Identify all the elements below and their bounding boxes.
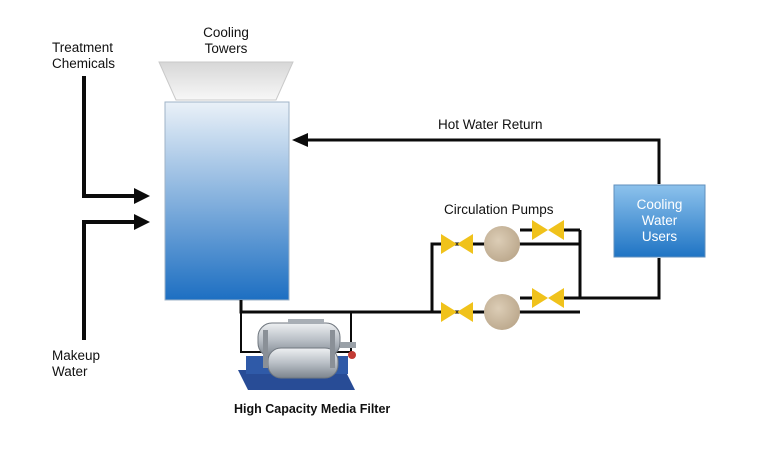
cooling-water-users-label: Cooling Water Users (614, 197, 705, 245)
label-line: Water (641, 213, 678, 228)
label-line: Cooling (203, 25, 249, 40)
cooling-towers-label: Cooling Towers (186, 25, 266, 57)
label-line: Treatment (52, 40, 114, 55)
hot-water-return-label: Hot Water Return (438, 117, 543, 132)
arrow-head-icon (134, 214, 150, 230)
valve-icon (532, 288, 564, 308)
label-line: Water (52, 364, 88, 379)
treatment-chemicals-pipe (82, 76, 136, 198)
treatment-chemicals-label: Treatment Chemicals (52, 40, 115, 72)
pump-inlet-manifold (430, 242, 440, 312)
pump-icon (484, 294, 520, 330)
arrow-head-icon (292, 133, 308, 147)
circulation-pumps-label: Circulation Pumps (444, 202, 554, 217)
hot-water-return-pipe (306, 138, 661, 184)
pump-icon (484, 226, 520, 262)
makeup-water-label: Makeup Water (52, 348, 100, 380)
label-line: Cooling (636, 197, 683, 212)
valve-icon (441, 234, 473, 254)
media-filter-label: High Capacity Media Filter (234, 402, 391, 416)
makeup-water-pipe (82, 220, 136, 340)
arrow-head-icon (134, 188, 150, 204)
label-line: Users (641, 229, 678, 244)
cooling-water-users-box (613, 184, 706, 258)
tower-outlet-pipe (239, 300, 440, 314)
pump-outlet-manifold (578, 230, 661, 300)
cooling-tower-basin (164, 101, 290, 301)
label-line: Makeup (52, 348, 101, 363)
valve-icon (532, 220, 564, 240)
media-filter-image (238, 319, 356, 390)
label-line: Chemicals (52, 56, 116, 71)
cooling-tower-hood (158, 61, 294, 101)
label-line: Towers (204, 41, 248, 56)
valve-icon (441, 302, 473, 322)
